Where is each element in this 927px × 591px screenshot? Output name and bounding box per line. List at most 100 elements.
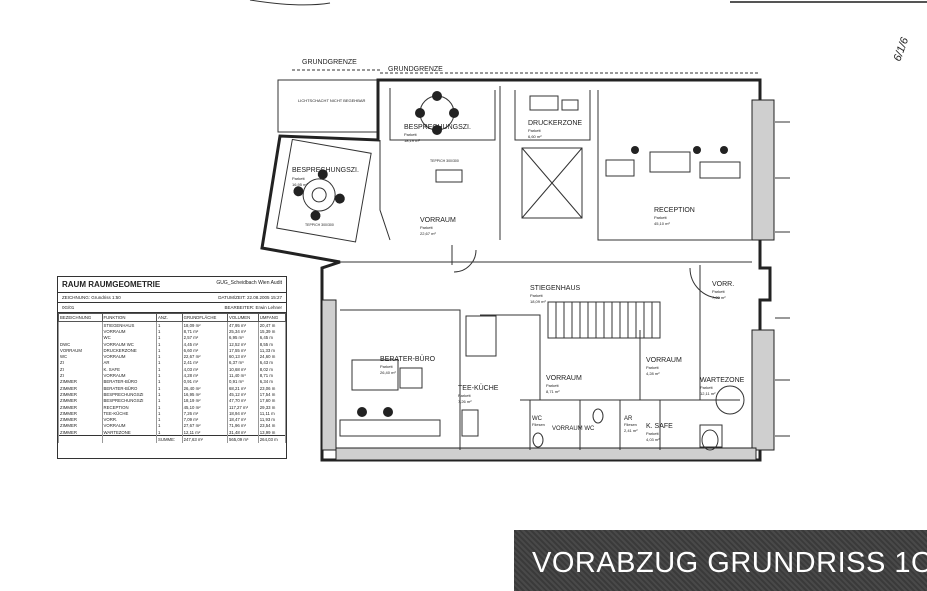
room-label-safe: K. SAFE — [646, 423, 673, 430]
legend-cell: BESPRECHUNGSZI — [101, 397, 157, 404]
legend-cell: 23,06 m — [257, 384, 287, 392]
door-swing — [689, 267, 721, 299]
chair-icon — [693, 146, 701, 154]
legend-cell: 17,54 m — [257, 391, 287, 398]
reception-desk — [649, 151, 691, 173]
legend-cell: DRUCKERZONE — [101, 347, 157, 354]
title-banner: VORABZUG GRUNDRISS 1OG — [514, 530, 927, 591]
room-area-reception: 45,10 m² — [654, 221, 670, 226]
chair-icon — [720, 146, 728, 154]
legend-cell: 8,55 m — [257, 340, 287, 348]
room-area-meeting-1: 16,95 m² — [292, 182, 308, 187]
cabinet — [339, 419, 441, 437]
legend-cell: 22,67 m² — [181, 353, 229, 360]
legend-cell: 23,54 m — [257, 422, 287, 430]
legend-drawing: ZEICHNUNG: Grundriss 1:50 — [62, 295, 121, 300]
room-floor-safe: Parkett — [646, 431, 660, 436]
legend-col-function: FUNKTION — [101, 313, 157, 322]
boundary-label-2: GRUNDGRENZE — [388, 66, 443, 73]
legend-cell: 2,57 m² — [181, 334, 229, 341]
legend-col-perimeter: UMFANG — [257, 313, 287, 322]
legend-cell: BESPRECHUNGSZI — [101, 391, 157, 398]
legend-cell: 24,60 m — [257, 353, 287, 360]
legend-cell: 11,11 m — [257, 410, 287, 417]
legend-col-area: GRUNDFLÄCHE — [181, 313, 229, 322]
office-desk — [699, 161, 741, 179]
room-floor-tea-kitchen: Parkett — [458, 393, 472, 398]
legend-title: RAUM RAUMGEOMETRIE — [62, 280, 161, 289]
legend-sum-area: 247,63 m² — [181, 435, 229, 443]
interior-walls — [340, 86, 752, 450]
office-desk — [605, 159, 635, 177]
room-area-vestibule: 22,67 m² — [420, 231, 436, 236]
room-area-waiting-zone: 12,11 m² — [700, 391, 716, 396]
legend-cell: 4,28 m² — [181, 372, 229, 379]
legend-storey: 0G/01 — [62, 305, 75, 310]
legend-cell: 27,67 m² — [181, 422, 229, 430]
room-area-printer: 6,60 m² — [528, 134, 542, 139]
wall-hatch-right-lower — [751, 329, 775, 451]
legend-cell: 4,03 m² — [181, 366, 229, 373]
waiting-zone-table — [715, 385, 745, 415]
toilet-icon — [701, 429, 719, 451]
legend-sum-label: SUMME: — [155, 435, 183, 443]
room-label-stairwell: STIEGENHAUS — [530, 285, 581, 292]
dimension-ticks — [775, 121, 790, 437]
legend-cell: 16,95 m² — [181, 391, 229, 398]
legend-sum-cell — [101, 435, 157, 443]
room-area-advisor-office: 26,40 m² — [380, 370, 396, 375]
legend-cell: VORRAUM — [101, 328, 157, 335]
wall-hatch-left — [321, 299, 337, 451]
legend-cell: 4,45 m² — [181, 340, 229, 348]
legend-meta-row: ZEICHNUNG: Grundriss 1:50 DATUM/ZEIT: 22… — [58, 293, 286, 303]
room-area-storage: 2,41 m² — [624, 428, 638, 433]
legend-editor: BEARBEITER: Erwin Lehner — [224, 305, 282, 310]
legend-cell: BERATER-BÜRO — [101, 384, 157, 392]
scan-curve — [249, 0, 331, 6]
room-label-printer: DRUCKERZONE — [528, 120, 582, 127]
room-floor-printer: Parkett — [528, 128, 542, 133]
chair-icon — [310, 210, 321, 221]
legend-cell: BERATER-BÜRO — [101, 378, 157, 385]
meeting-room-1-walls — [276, 138, 372, 243]
legend-cell: ZIMMER — [58, 429, 103, 436]
room-label-vestibule-2: VORRAUM — [546, 375, 582, 382]
toilet-icon — [532, 432, 544, 448]
legend-drawing-value: Grundriss 1:50 — [91, 295, 121, 300]
chair-icon — [449, 108, 459, 118]
legend-cell: WC — [101, 334, 157, 341]
room-floor-storage: Fliesen — [624, 422, 637, 427]
legend-cell: 20,47 m — [257, 321, 287, 329]
room-area-meeting-2: 18,19 m² — [404, 138, 420, 143]
wall-hatch-right — [751, 99, 775, 241]
legend-sum-cell — [58, 435, 103, 443]
room-floor-advisor-office: Parkett — [380, 364, 394, 369]
legend-cell: 45,10 m² — [181, 403, 229, 411]
door-swing — [453, 249, 477, 273]
room-floor-wc: Fliesen — [532, 422, 545, 427]
staircase — [547, 301, 661, 339]
kitchen-counter — [461, 409, 479, 437]
chair-icon — [317, 169, 328, 180]
legend-cell: 17,60 m — [257, 397, 287, 404]
room-label-advisor-office: BERATER-BÜRO — [380, 355, 436, 363]
corner-handwriting: 6/1/6 — [892, 35, 912, 63]
kitchen-unit — [465, 315, 497, 357]
stair-steps — [555, 302, 653, 338]
meeting-room-1 — [276, 138, 372, 243]
legend-cell: 6,60 m² — [181, 347, 229, 354]
